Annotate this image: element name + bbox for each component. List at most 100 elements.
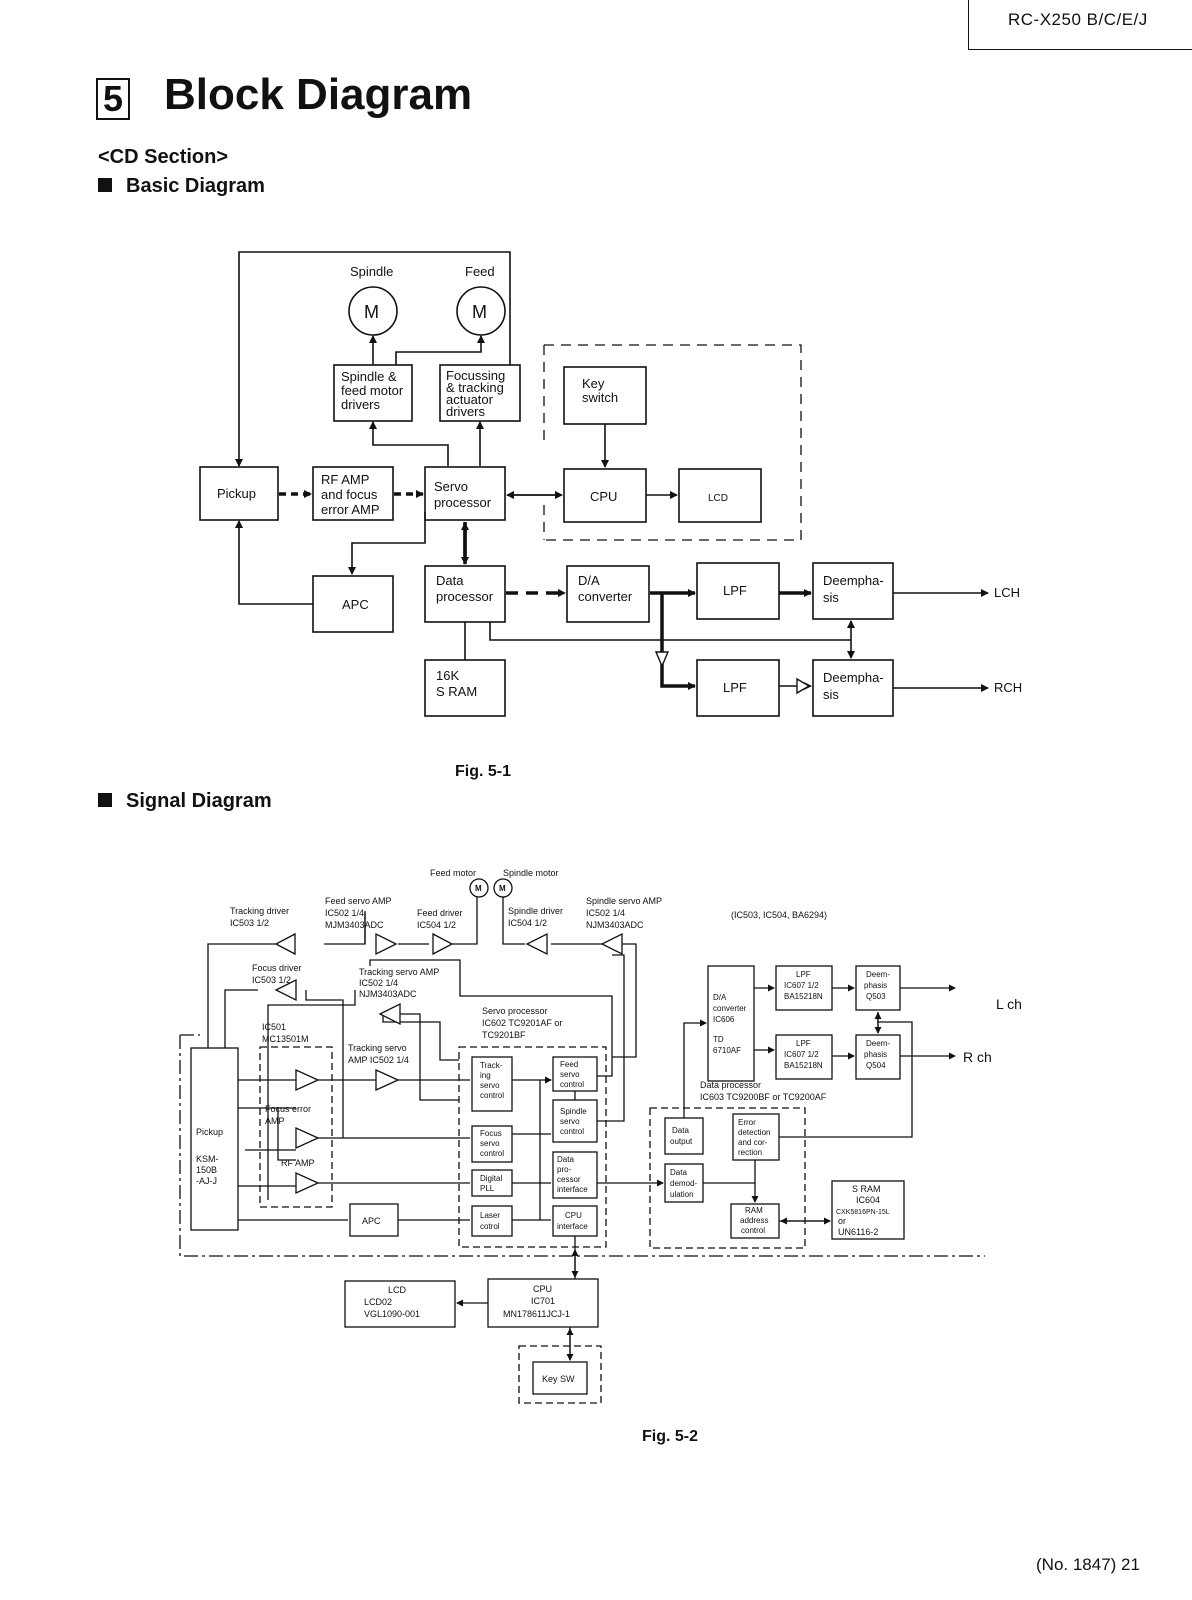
de1-3: Q503	[866, 992, 886, 1001]
data-processor-frame	[649, 1107, 806, 1249]
feed-amp-2: IC502 1/4	[325, 908, 364, 918]
dpll-2: PLL	[480, 1184, 495, 1193]
trk-amp-1: Tracking servo AMP	[359, 967, 439, 977]
de2-2: phasis	[864, 1050, 887, 1059]
fig-5-2-caption: Fig. 5-2	[642, 1428, 699, 1445]
key-line-1: Key	[582, 376, 605, 391]
page-number: (No. 1847) 21	[1036, 1555, 1140, 1574]
tracking-servo-box	[471, 1056, 513, 1112]
key-line-2: switch	[582, 390, 618, 405]
sfmd-line-2: feed motor	[341, 383, 404, 398]
data-output-box	[664, 1117, 704, 1155]
de2-3: Q504	[866, 1061, 886, 1070]
focus-drv-1: Focus driver	[252, 963, 302, 973]
tracking-4: control	[480, 1091, 504, 1100]
de1-2: phasis	[864, 981, 887, 990]
servo-line-2: processor	[434, 495, 492, 510]
pickup-block	[190, 1047, 239, 1231]
trk-amp2-1: Tracking servo	[348, 1043, 407, 1053]
ic501-frame	[259, 1046, 333, 1208]
ftad-line-1: Focussing	[446, 368, 505, 383]
ic-note: (IC503, IC504, BA6294)	[731, 910, 827, 920]
edc-3: and cor-	[738, 1138, 768, 1147]
feed-motor-label: Feed motor	[430, 868, 476, 878]
servo-proc-2: IC602 TC9201AF or	[482, 1018, 562, 1028]
sram-3: CXK5816PN-15L	[836, 1209, 890, 1216]
ddemod-3: ulation	[670, 1190, 694, 1199]
pickup-2: KSM-	[196, 1154, 219, 1164]
da-4: TD	[713, 1035, 724, 1044]
lcd-label: LCD	[708, 493, 728, 504]
dout-1: Data	[672, 1126, 689, 1135]
servo-proc-1: Servo processor	[482, 1006, 548, 1016]
ddemod-2: demod-	[670, 1179, 697, 1188]
da-line-2: converter	[578, 589, 633, 604]
dpi-2: pro-	[557, 1165, 572, 1174]
ftad-line-2: & tracking	[446, 380, 504, 395]
lch-label: LCH	[994, 585, 1020, 600]
pickup-1: Pickup	[196, 1127, 223, 1137]
trk-amp2-2: AMP IC502 1/4	[348, 1055, 409, 1065]
lpf1-1: LPF	[796, 970, 811, 979]
edc-2: detection	[738, 1128, 770, 1137]
page-title: Block Diagram	[164, 70, 473, 119]
tracking-1: Track-	[480, 1061, 503, 1070]
spin-amp-1: Spindle servo AMP	[586, 896, 662, 906]
dpi-box	[552, 1151, 598, 1199]
spindle-m-label: M	[364, 302, 379, 322]
servo-processor-box	[424, 466, 506, 521]
section-subtitle: <CD Section>	[98, 146, 229, 168]
data-line-2: processor	[436, 589, 494, 604]
spindlesc-2: servo	[560, 1117, 580, 1126]
cpu-2: IC701	[531, 1296, 555, 1306]
spin-amp-2: IC502 1/4	[586, 908, 625, 918]
tracking-2: ing	[480, 1071, 491, 1080]
ftad-line-3: actuator	[446, 392, 494, 407]
dpi-1: Data	[557, 1155, 574, 1164]
section-number: 5	[96, 78, 130, 120]
deemph-r-line-1: Deempha-	[823, 670, 884, 685]
sram-5: UN6116-2	[838, 1227, 878, 1237]
lpf-r-box	[696, 659, 780, 717]
lcd-block	[344, 1280, 456, 1328]
feed-m-label: M	[472, 302, 487, 322]
spindlesc-3: control	[560, 1127, 584, 1136]
lpf1-2: IC607 1/2	[784, 981, 819, 990]
rfamp-line-1: RF AMP	[321, 472, 369, 487]
amp-triangles	[274, 932, 623, 1195]
laser-2: cotrol	[480, 1222, 500, 1231]
laser-box	[471, 1205, 513, 1237]
sram-line-1: 16K	[436, 668, 459, 683]
basic-diagram	[199, 251, 989, 717]
focussc-2: servo	[480, 1139, 500, 1148]
sfmd-line-3: drivers	[341, 397, 381, 412]
ic501-2: MC13501M	[262, 1034, 309, 1044]
keysw-frame	[518, 1345, 602, 1404]
lpf-l-label: LPF	[723, 583, 747, 598]
lcd-3: VGL1090-001	[364, 1309, 420, 1319]
rfamp-line-3: error AMP	[321, 502, 380, 517]
cpu-3: MN178611JCJ-1	[503, 1309, 570, 1319]
sram-1: S RAM	[852, 1184, 881, 1194]
pickup-4: -AJ-J	[196, 1176, 217, 1186]
ftad-line-4: drivers	[446, 404, 486, 419]
feed-m-symbol: M	[475, 884, 482, 893]
edc-4: rection	[738, 1148, 762, 1157]
feedsc-3: control	[560, 1080, 584, 1089]
spindle-motor-label: Spindle motor	[503, 868, 559, 878]
ddemod-1: Data	[670, 1168, 687, 1177]
lpf2-3: BA15218N	[784, 1061, 823, 1070]
pickup-3: 150B	[196, 1165, 217, 1175]
spindle-m-symbol: M	[499, 884, 506, 893]
deemph-l-line-1: Deempha-	[823, 573, 884, 588]
feed-label: Feed	[465, 264, 495, 279]
feedsc-2: servo	[560, 1070, 580, 1079]
feed-drv-1: Feed driver	[417, 908, 463, 918]
data-line-1: Data	[436, 573, 464, 588]
spindlesc-1: Spindle	[560, 1107, 587, 1116]
feed-drv-2: IC504 1/2	[417, 920, 456, 930]
lpf2-block	[775, 1034, 833, 1080]
rch-label-sig: R ch	[963, 1049, 992, 1065]
laser-1: Laser	[480, 1211, 500, 1220]
